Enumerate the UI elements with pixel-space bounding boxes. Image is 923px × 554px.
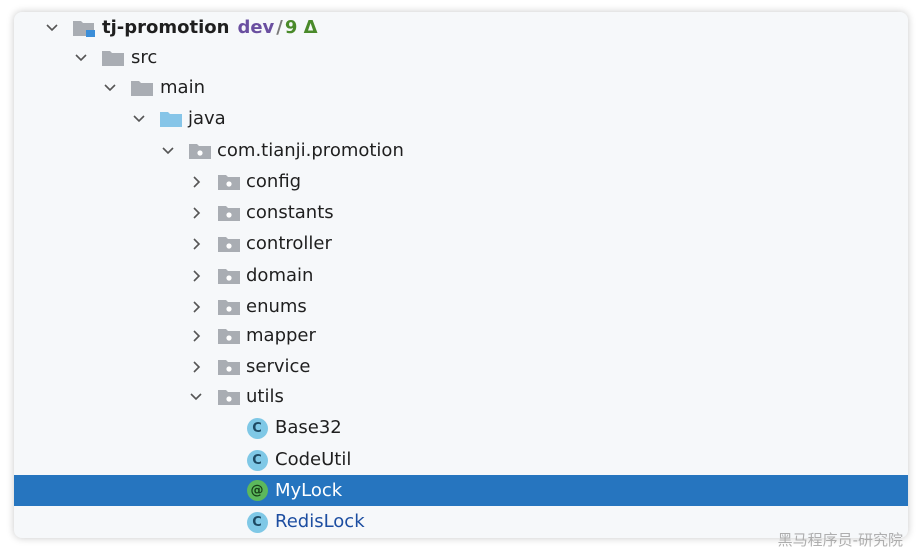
chevron-down-icon[interactable] xyxy=(71,48,91,68)
tree-row-controller[interactable]: controller xyxy=(14,229,908,259)
tree-row-enums[interactable]: enums xyxy=(14,292,908,322)
class-glyph: C xyxy=(246,449,268,471)
tree-row-main[interactable]: main xyxy=(14,73,908,103)
tree-label: main xyxy=(160,77,205,98)
annotation-glyph: @ xyxy=(246,480,268,501)
tree-row-root[interactable]: tj-promotion dev/9 Δ xyxy=(14,13,908,43)
folder-icon xyxy=(130,78,154,98)
branch-name: dev xyxy=(237,17,275,38)
tree-row-service[interactable]: service xyxy=(14,352,908,382)
tree-row-file-codeutil[interactable]: C CodeUtil xyxy=(14,445,908,475)
package-icon xyxy=(188,141,212,161)
tree-row-mapper[interactable]: mapper xyxy=(14,321,908,351)
chevron-right-icon[interactable] xyxy=(186,234,206,254)
chevron-down-icon[interactable] xyxy=(186,387,206,407)
chevron-down-icon[interactable] xyxy=(42,18,62,38)
module-name: tj-promotion xyxy=(102,17,230,38)
chevron-right-icon[interactable] xyxy=(186,297,206,317)
tree-label: constants xyxy=(246,202,334,223)
chevron-right-icon[interactable] xyxy=(186,203,206,223)
tree-row-config[interactable]: config xyxy=(14,167,908,197)
tree-label: com.tianji.promotion xyxy=(217,140,404,161)
tree-label: src xyxy=(131,47,158,68)
package-icon xyxy=(217,172,241,192)
tree-label: Base32 xyxy=(275,417,342,438)
tree-row-utils[interactable]: utils xyxy=(14,382,908,412)
package-icon xyxy=(217,234,241,254)
tree-row-src[interactable]: src xyxy=(14,43,908,73)
java-class-icon: C xyxy=(245,417,269,439)
folder-icon xyxy=(101,48,125,68)
tree-row-constants[interactable]: constants xyxy=(14,198,908,228)
tree-label: CodeUtil xyxy=(275,449,352,470)
tree-row-file-base32[interactable]: C Base32 xyxy=(14,413,908,443)
tree-label: domain xyxy=(246,265,314,286)
tree-label: service xyxy=(246,356,311,377)
class-glyph: C xyxy=(246,417,268,439)
tree-row-package[interactable]: com.tianji.promotion xyxy=(14,136,908,166)
package-icon xyxy=(217,326,241,346)
project-tree-panel: tj-promotion dev/9 Δ src main java xyxy=(14,12,908,538)
chevron-right-icon[interactable] xyxy=(186,172,206,192)
package-icon xyxy=(217,357,241,377)
tree-label: java xyxy=(188,108,226,129)
chevron-right-icon[interactable] xyxy=(186,266,206,286)
source-folder-icon xyxy=(159,109,183,129)
chevron-right-icon[interactable] xyxy=(186,357,206,377)
tree-label: config xyxy=(246,171,302,192)
java-class-icon: C xyxy=(245,449,269,471)
chevron-down-icon[interactable] xyxy=(100,78,120,98)
chevron-down-icon[interactable] xyxy=(158,141,178,161)
package-icon xyxy=(217,387,241,407)
tree-row-file-mylock-selected[interactable]: @ MyLock xyxy=(14,475,908,506)
watermark: 黑马程序员-研究院 xyxy=(777,531,903,549)
branch-separator: / xyxy=(276,17,283,38)
tree-row-domain[interactable]: domain xyxy=(14,261,908,291)
root-module-label: tj-promotion dev/9 Δ xyxy=(102,13,318,43)
class-glyph: C xyxy=(246,511,268,533)
changes-count: 9 Δ xyxy=(284,17,318,38)
package-icon xyxy=(217,297,241,317)
package-icon xyxy=(217,266,241,286)
java-class-icon: C xyxy=(245,511,269,533)
chevron-down-icon[interactable] xyxy=(129,109,149,129)
chevron-right-icon[interactable] xyxy=(186,326,206,346)
tree-label: RedisLock xyxy=(275,511,365,532)
package-icon xyxy=(217,203,241,223)
tree-label: enums xyxy=(246,296,307,317)
tree-label: controller xyxy=(246,233,332,254)
tree-label: utils xyxy=(246,386,284,407)
tree-label: mapper xyxy=(246,325,316,346)
tree-row-file-redislock[interactable]: C RedisLock xyxy=(14,507,908,537)
tree-row-java[interactable]: java xyxy=(14,104,908,134)
java-annotation-icon: @ xyxy=(245,480,269,501)
tree-label: MyLock xyxy=(275,479,343,501)
module-folder-icon xyxy=(72,18,96,38)
